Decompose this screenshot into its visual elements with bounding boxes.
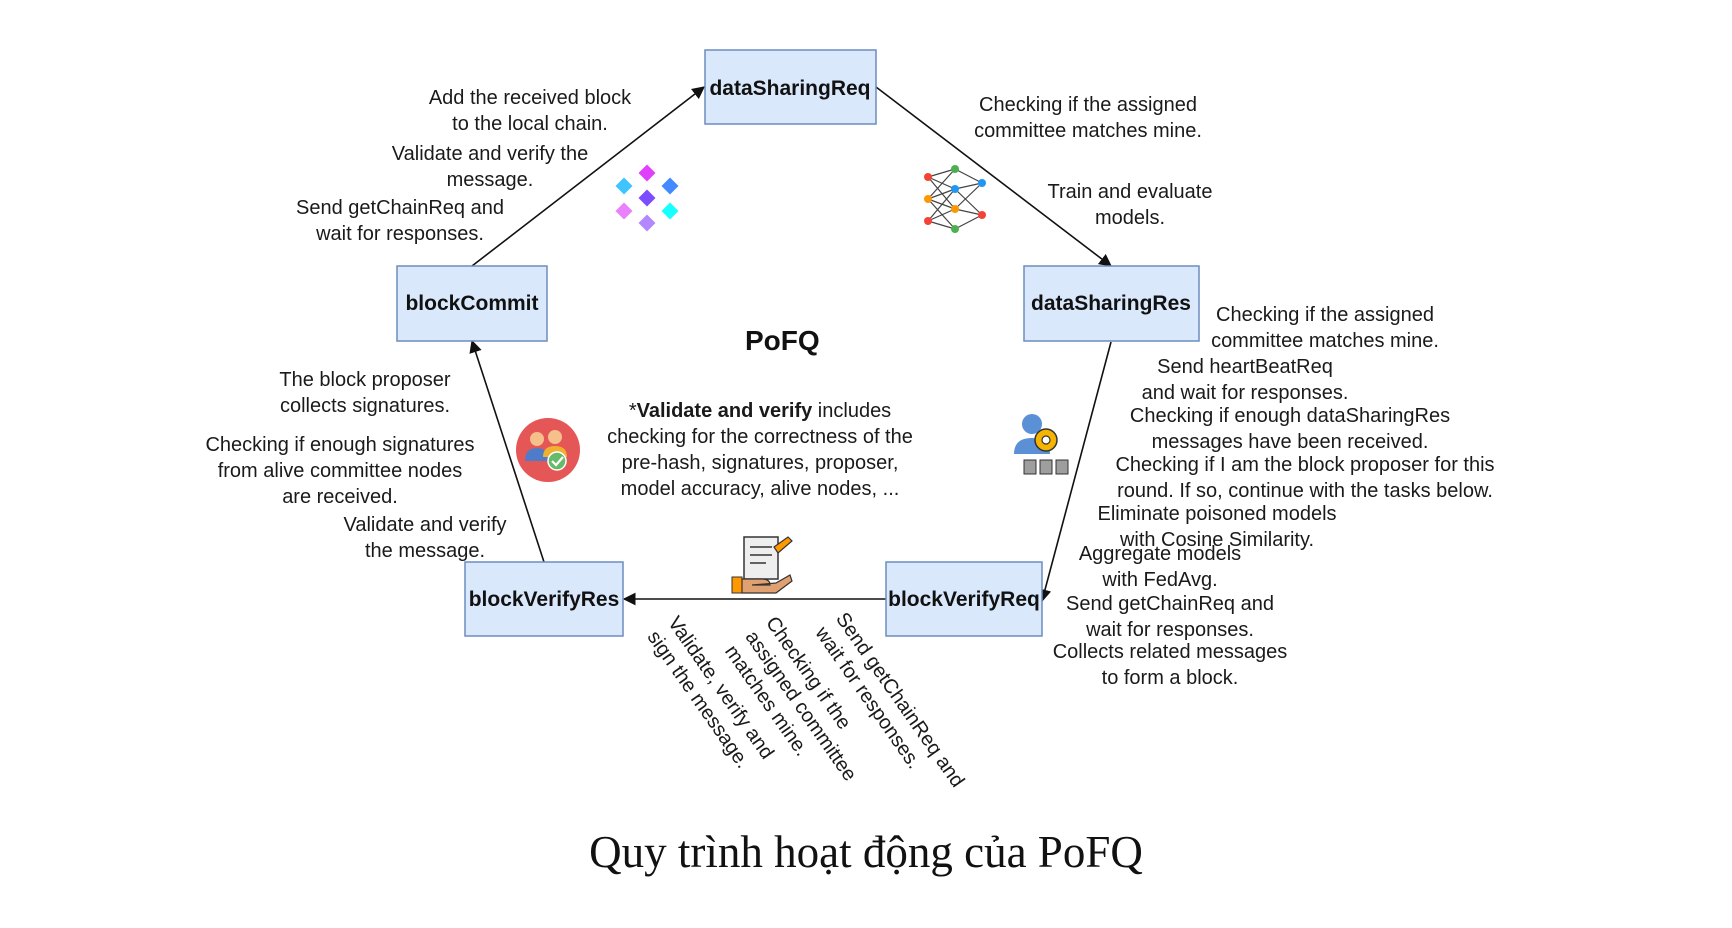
node-label: blockCommit [405,292,538,315]
diagram-caption: Quy trình hoạt động của PoFQ [589,827,1143,877]
node-dataSharingReq: dataSharingReq [704,49,877,125]
note-line: with FedAvg. [1102,569,1218,591]
note-verifyres-to-commit: Validate and verify the message. [330,512,520,564]
note-line: Send heartBeatReq [1157,356,1333,378]
note-line: pre-hash, signatures, proposer, [621,452,899,474]
note-line: with Cosine Similarity. [1119,529,1315,551]
note-res-to-verifyreq: Collects related messages to form a bloc… [1040,639,1300,691]
people-check-icon [516,418,580,482]
note-line: and wait for responses. [1141,382,1349,404]
note-line: Checking if enough dataSharingRes [1129,405,1451,427]
node-label: blockVerifyRes [469,588,620,611]
node-label: dataSharingReq [709,77,870,100]
note-line: model accuracy, alive nodes, ... [620,478,900,500]
node-label: blockVerifyReq [888,588,1040,611]
note-line: Checking if enough signatures [205,434,475,456]
note-verifyres-to-commit: Checking if enough signatures from alive… [190,432,490,510]
note-line: messages have been received. [1151,431,1429,453]
note-res-to-verifyreq: Send heartBeatReq and wait for responses… [1130,354,1360,406]
note-line: The block proposer [279,369,451,391]
note-line: Checking if the assigned [979,94,1197,116]
node-blockVerifyReq: blockVerifyReq [885,561,1043,637]
note-line: round. If so, continue with the tasks be… [1117,480,1493,502]
note-line: wait for responses. [316,223,484,245]
node-blockVerifyRes: blockVerifyRes [464,561,624,637]
note-line: Aggregate models [1078,543,1242,565]
node-blockCommit: blockCommit [396,265,548,342]
document-handshake-icon [731,536,793,594]
note-bold: Validate and verify [636,400,813,422]
note-line: checking for the correctness of the [607,426,913,448]
center-note: *Validate and verify includes checking f… [580,398,940,502]
note-commit-to-req: Add the received block to the local chai… [420,85,640,137]
note-line: Add the received block [428,87,632,109]
note-req-to-res: Checking if the assigned committee match… [963,92,1213,144]
note-rest: includes [812,400,892,422]
note-line: to the local chain. [452,113,608,135]
edge-res-to-verifyreq [1038,341,1112,603]
note-line: Checking if I am the block proposer for … [1115,454,1495,476]
note-line: to form a block. [1101,667,1239,689]
note-res-to-verifyreq: Send getChainReq and wait for responses. [1055,591,1285,643]
edge-commit-to-req [471,86,706,267]
note-req-to-res: Train and evaluate models. [1030,179,1230,231]
note-res-to-verifyreq: Aggregate models with FedAvg. [1060,541,1260,593]
note-line: message. [446,169,534,191]
note-line: the message. [364,540,486,562]
cubes-icon [615,164,679,232]
note-line: Checking if the assigned [1216,304,1434,326]
note-line: Train and evaluate [1047,181,1213,203]
note-commit-to-req: Send getChainReq and wait for responses. [285,195,515,247]
diagram-title: PoFQ [745,325,820,356]
note-line: Send getChainReq and [1066,593,1274,615]
note-res-to-verifyreq: Checking if the assigned committee match… [1200,302,1450,354]
note-line: Collects related messages [1052,641,1288,663]
note-prefix: * [628,400,637,422]
note-line: are received. [282,486,398,508]
note-res-to-verifyreq: Checking if I am the block proposer for … [1095,452,1515,504]
note-line: committee matches mine. [1211,330,1439,352]
note-res-to-verifyreq: Eliminate poisoned models with Cosine Si… [1087,501,1347,553]
user-gear-icon [1014,414,1069,475]
note-commit-to-req: Validate and verify the message. [375,141,605,193]
note-line: Validate and verify [343,514,507,536]
note-line: committee matches mine. [974,120,1202,142]
note-verifyres-to-commit: The block proposer collects signatures. [255,367,475,419]
note-res-to-verifyreq: Checking if enough dataSharingRes messag… [1115,403,1465,455]
note-line: Validate and verify the [391,143,589,165]
note-line: Eliminate poisoned models [1097,503,1337,525]
note-line: models. [1094,207,1166,229]
note-line: collects signatures. [279,395,451,417]
edge-req-to-res [875,86,1113,267]
note-line: wait for responses. [1086,619,1254,641]
note-line: from alive committee nodes [217,460,463,482]
neural-network-icon [924,165,986,233]
note-line: Send getChainReq and [296,197,504,219]
node-dataSharingRes: dataSharingRes [1023,265,1200,342]
edge-verifyres-to-commit [469,339,545,563]
node-label: dataSharingRes [1031,292,1191,315]
